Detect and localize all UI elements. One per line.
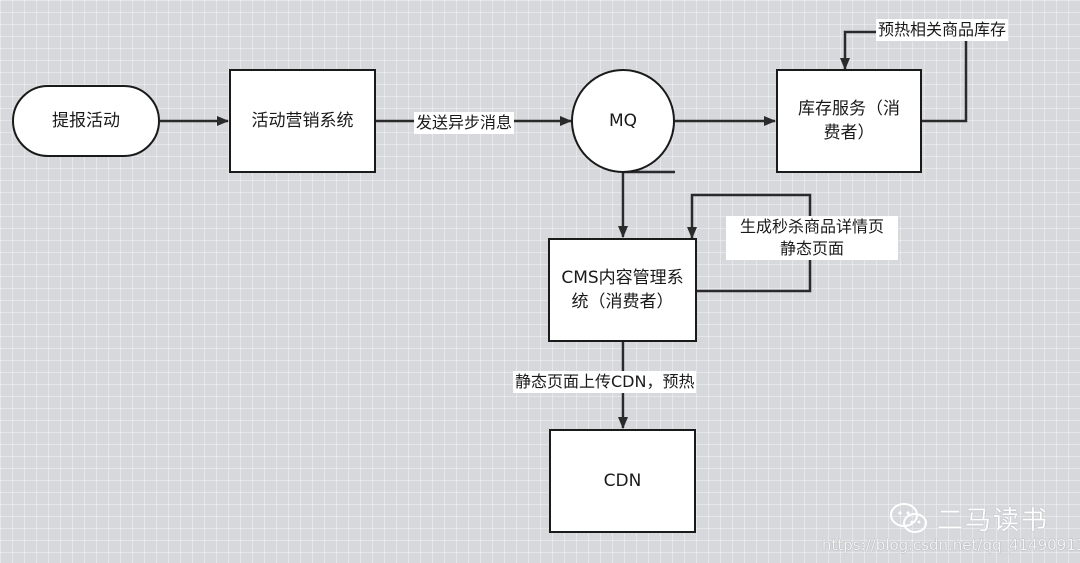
- edge-label-send-async: 发送异步消息: [414, 112, 515, 134]
- watermark-url: https://blog.csdn.net/qq_41490913: [822, 536, 1080, 554]
- cdn-label: CDN: [603, 471, 642, 491]
- start-node-label: 提报活动: [52, 111, 120, 131]
- edge-label-preheat-inventory: 预热相关商品库存: [876, 19, 1009, 41]
- cms-node: CMS内容管理系统（消费者）: [548, 238, 697, 342]
- edge-label-generate-page-line2: 静态页面: [779, 239, 844, 258]
- start-node: 提报活动: [12, 85, 160, 157]
- cms-label: CMS内容管理系统（消费者）: [561, 268, 684, 312]
- marketing-system-node: 活动营销系统: [229, 69, 376, 173]
- mq-node: MQ: [571, 69, 675, 173]
- inventory-service-node: 库存服务（消费者）: [776, 69, 922, 173]
- edge-label-upload-cdn: 静态页面上传CDN，预热: [513, 371, 697, 393]
- edge-label-generate-page: 生成秒杀商品详情页 静态页面: [726, 216, 898, 260]
- wechat-icon: [890, 502, 927, 533]
- edge-label-generate-page-line1: 生成秒杀商品详情页: [739, 217, 884, 236]
- watermark-account: 二马读书: [937, 506, 1050, 536]
- cdn-node: CDN: [549, 429, 696, 533]
- inventory-service-label: 库存服务（消费者）: [798, 99, 900, 143]
- mq-label: MQ: [608, 111, 638, 131]
- marketing-system-label: 活动营销系统: [251, 111, 354, 131]
- watermark: 二马读书: [889, 500, 1049, 537]
- edge-cms-loop: [687, 193, 812, 293]
